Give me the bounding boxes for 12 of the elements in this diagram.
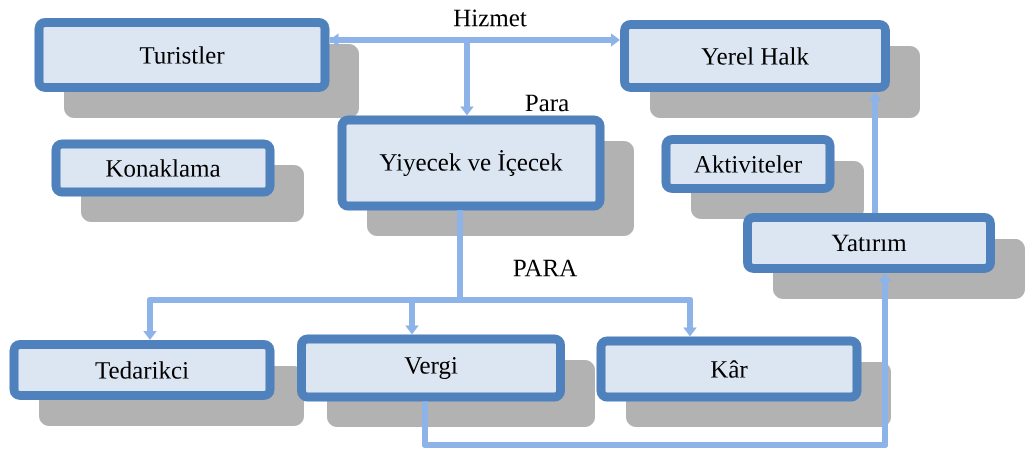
text-box: Kâr (596, 336, 862, 402)
text-box: Aktiviteler (661, 135, 835, 193)
text-box: Yiyecek ve İçecek (337, 115, 605, 211)
edge-label: PARA (511, 258, 579, 278)
edge-label: Hizmet (452, 8, 528, 28)
text-box: Turistler (34, 18, 330, 92)
text-box: Vergi (297, 334, 565, 402)
text-box: Yatırım (743, 213, 995, 273)
edge-label: Para (523, 93, 571, 113)
text-box: Yerel Halk (620, 20, 890, 92)
text-box: Konaklama (51, 139, 275, 197)
text-box: Tedarikci (9, 340, 275, 400)
